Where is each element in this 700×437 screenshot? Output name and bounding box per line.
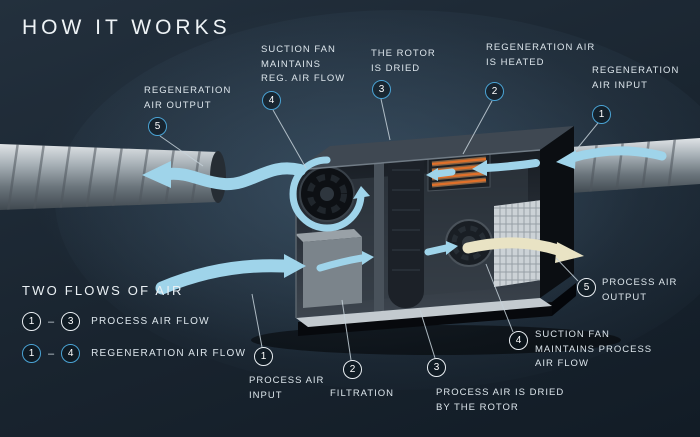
legend-badge-process-end: 3 xyxy=(61,312,81,331)
callout-label-process-air-output: PROCESS AIR OUTPUT xyxy=(602,277,678,303)
callout-badge-4-regen: 4 xyxy=(262,91,281,110)
filter-box xyxy=(296,229,362,308)
heater xyxy=(427,152,491,192)
process-airflow-arrows xyxy=(155,241,458,295)
rotor xyxy=(388,150,424,308)
legend-badge-regen-start: 1 xyxy=(22,344,41,363)
legend-badge-process-start: 1 xyxy=(22,312,41,331)
legend-separator: – xyxy=(48,347,55,360)
legend-separator: – xyxy=(48,315,55,328)
legend-row-regeneration-flow: 1 – 4 REGENERATION AIR FLOW xyxy=(22,344,246,363)
legend-label-process-flow: PROCESS AIR FLOW xyxy=(91,316,210,327)
regeneration-airflow-arrows xyxy=(142,146,667,232)
callout-label-rotor-is-dried: THE ROTOR IS DRIED xyxy=(371,48,436,74)
callout-label-regeneration-air-output: REGENERATION AIR OUTPUT xyxy=(144,85,232,111)
callout-label-regeneration-air-input: REGENERATION AIR INPUT xyxy=(592,65,680,91)
legend: TWO FLOWS OF AIR 1 – 3 PROCESS AIR FLOW … xyxy=(22,283,246,376)
callout-badge-4-process: 4 xyxy=(509,331,528,350)
callout-label-filtration: FILTRATION xyxy=(330,388,395,399)
callout-badge-1-regen: 1 xyxy=(592,105,611,124)
callout-label-suction-fan-process: SUCTION FAN MAINTAINS PROCESS AIR FLOW xyxy=(535,329,653,370)
duct-opening xyxy=(210,151,226,203)
machine-cabinet xyxy=(251,126,621,355)
divider-wall xyxy=(374,161,384,318)
legend-row-process-flow: 1 – 3 PROCESS AIR FLOW xyxy=(22,312,246,331)
callout-badge-2-regen: 2 xyxy=(485,82,504,101)
regeneration-suction-fan xyxy=(299,166,355,222)
callout-label-process-air-dried: PROCESS AIR IS DRIED BY THE ROTOR xyxy=(436,387,565,413)
cabinet-top-face xyxy=(296,126,574,170)
legend-badge-regen-end: 4 xyxy=(61,344,81,363)
front-bottom-rail xyxy=(296,298,552,327)
callout-badge-3-process: 3 xyxy=(427,358,446,377)
legend-label-regeneration-flow: REGENERATION AIR FLOW xyxy=(91,348,247,359)
callout-label-regen-air-heated: REGENERATION AIR IS HEATED xyxy=(486,42,596,68)
dried-air-output-arrow xyxy=(462,237,584,263)
page-title: HOW IT WORKS xyxy=(22,16,231,39)
callout-label-suction-fan-reg: SUCTION FAN MAINTAINS REG. AIR FLOW xyxy=(261,44,346,85)
interior-components xyxy=(296,150,540,318)
callout-badge-5-regen: 5 xyxy=(148,117,167,136)
callout-connector-lines xyxy=(159,98,599,361)
callout-badge-3-regen: 3 xyxy=(372,80,391,99)
callout-label-process-air-input: PROCESS AIR INPUT xyxy=(249,375,325,401)
callout-badge-5-process: 5 xyxy=(577,278,596,297)
legend-title: TWO FLOWS OF AIR xyxy=(22,283,184,298)
callout-badge-2-process: 2 xyxy=(343,360,362,379)
callout-badge-1-process: 1 xyxy=(254,347,273,366)
left-duct xyxy=(0,144,226,210)
cabinet-shadow xyxy=(251,325,621,355)
